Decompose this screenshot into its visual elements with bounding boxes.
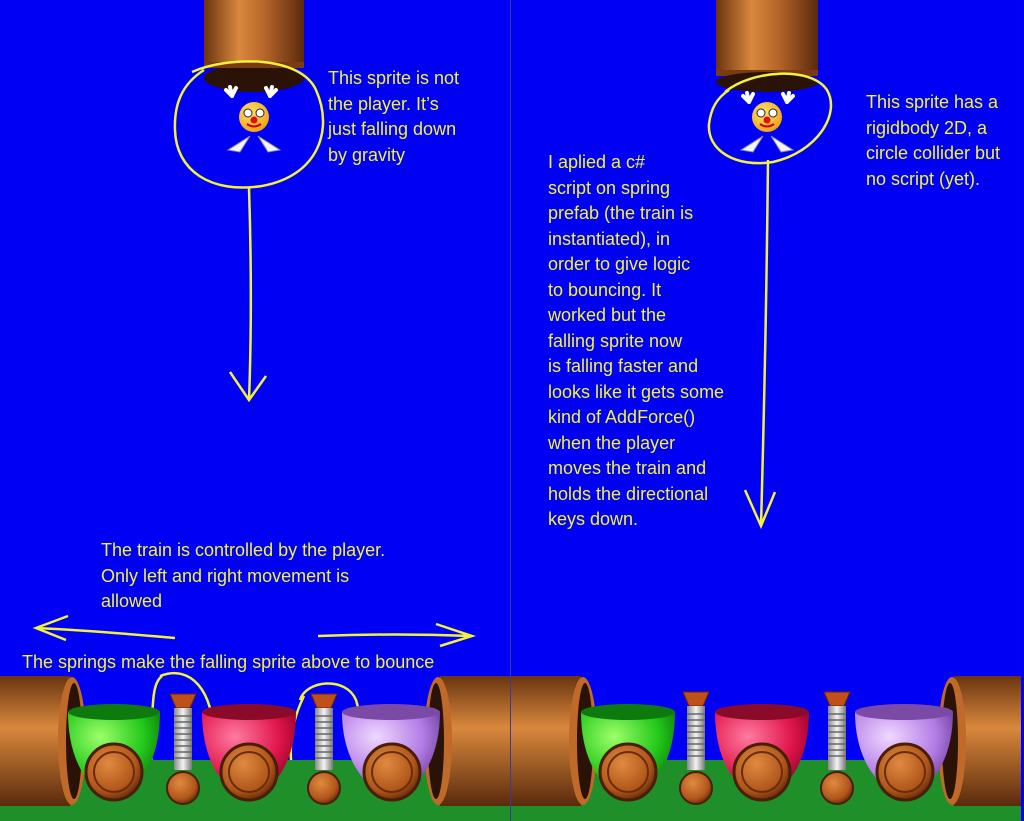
train-car-icon [68,704,160,802]
clown-sprite-icon [739,91,795,153]
pipe-icon [716,0,818,92]
clown-sprite-icon [224,85,282,153]
left-scene-graphics [0,0,510,821]
right-scene-graphics [511,0,1021,821]
pipe-icon [938,676,1021,806]
train-note: The train is controlled by the player. O… [101,540,386,611]
panel-divider [510,0,511,821]
pipe-icon [204,0,304,92]
spring-icon [307,693,341,805]
spring-icon [679,691,713,805]
springs-note: The springs make the falling sprite abov… [22,652,435,672]
annotation-marks [32,60,477,818]
left-scene-panel: This sprite is not the player. It’s just… [0,0,510,821]
train-car-icon [715,704,809,802]
train-car-icon [855,704,953,802]
sprite-note-left: This sprite is not the player. It’s just… [328,68,460,165]
spring-icon [166,693,200,805]
script-note: I aplied a c# script on spring prefab (t… [548,152,725,529]
spring-icon [820,691,854,805]
train-car-icon [202,704,296,802]
train-car-icon [581,704,675,802]
pipe-icon [424,676,510,806]
right-scene-panel: This sprite has a rigidbody 2D, a circle… [511,0,1021,821]
sprite-note-right: This sprite has a rigidbody 2D, a circle… [866,92,1001,189]
annotation-marks [707,72,833,530]
train-car-icon [342,704,440,802]
